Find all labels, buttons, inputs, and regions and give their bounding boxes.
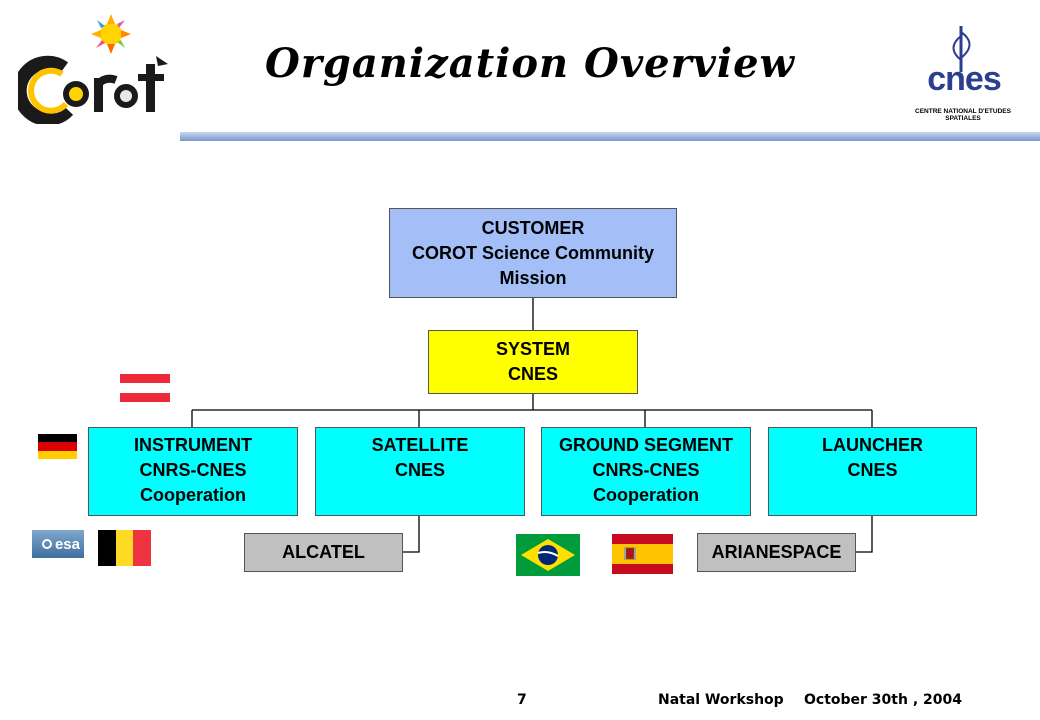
cnes-logo: cnes CENTRE NATIONAL D'ETUDES SPATIALES	[898, 22, 1028, 122]
customer-line-1: CUSTOMER	[481, 217, 585, 238]
system-line-1: SYSTEM	[495, 339, 570, 359]
instrument-box: INSTRUMENT CNRS-CNES Cooperation	[88, 427, 298, 516]
footer-event: Natal Workshop	[658, 692, 784, 708]
instrument-line-2: CNRS-CNES	[139, 460, 247, 480]
ground-line-1: GROUND SEGMENT	[558, 435, 733, 455]
cnes-emblem-icon	[952, 26, 971, 72]
belgium-flag-icon	[98, 530, 152, 566]
customer-box: CUSTOMER COROT Science Community Mission	[389, 208, 677, 298]
spain-flag-icon	[612, 534, 673, 574]
page-title: Organization Overview	[264, 40, 795, 87]
ground-line-3: Cooperation	[593, 485, 699, 505]
alcatel-box: ALCATEL	[244, 533, 403, 572]
satellite-line-1: SATELLITE	[371, 435, 469, 455]
cnes-wordmark: cnes	[927, 60, 1002, 98]
sun-icon	[91, 14, 131, 54]
esa-logo-icon: esa	[32, 530, 84, 558]
corot-logo: CoRoT	[12, 6, 178, 126]
cnes-caption: CENTRE NATIONAL D'ETUDES SPATIALES	[915, 108, 1011, 122]
ground-segment-box: GROUND SEGMENT CNRS-CNES Cooperation	[541, 427, 751, 516]
germany-flag-icon	[38, 434, 77, 459]
customer-line-2: COROT Science Community	[411, 242, 655, 263]
customer-line-3: Mission	[499, 267, 567, 288]
arianespace-box: ARIANESPACE	[697, 533, 856, 572]
footer-date: October 30th , 2004	[804, 692, 962, 708]
header-divider	[180, 132, 1040, 141]
instrument-line-3: Cooperation	[140, 485, 246, 505]
system-box: SYSTEM CNES	[428, 330, 638, 394]
launcher-line-1: LAUNCHER	[822, 435, 923, 455]
esa-text: esa	[54, 535, 80, 553]
page-number: 7	[517, 692, 527, 708]
satellite-box: SATELLITE CNES	[315, 427, 525, 516]
launcher-line-2: CNES	[847, 460, 898, 480]
austria-flag-icon	[120, 374, 170, 402]
launcher-box: LAUNCHER CNES	[768, 427, 977, 516]
ground-line-2: CNRS-CNES	[592, 460, 700, 480]
system-line-2: CNES	[507, 364, 558, 384]
satellite-line-2: CNES	[394, 460, 445, 480]
instrument-line-1: INSTRUMENT	[134, 435, 252, 455]
brazil-flag-icon	[516, 534, 580, 576]
